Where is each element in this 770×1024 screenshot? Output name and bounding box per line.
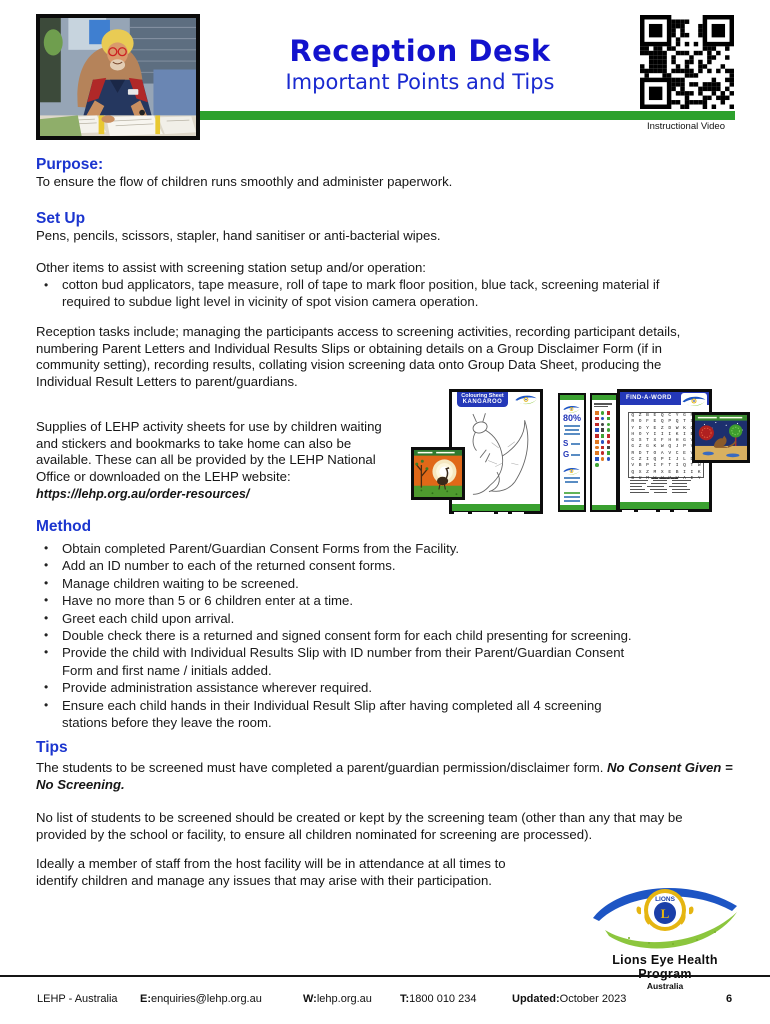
svg-text:L: L <box>661 906 670 921</box>
method-item: Manage children waiting to be screened. <box>44 575 762 593</box>
reception-desk-photo <box>36 14 200 140</box>
lehp-eye-logo-icon <box>562 463 581 475</box>
method-item: Provide administration assistance wherev… <box>44 679 762 697</box>
footer-phone: T: 1800 010 234 <box>400 993 477 1005</box>
colouring-sheet-title: Colouring Sheet <box>461 393 504 399</box>
setup-body: Pens, pencils, scissors, stapler, hand s… <box>36 228 441 243</box>
colouring-sheet-footer <box>452 504 540 514</box>
qr-code <box>640 15 734 109</box>
kangaroo-artwork-sticker <box>692 412 750 463</box>
page-subtitle: Important Points and Tips <box>285 70 555 94</box>
header-divider <box>200 111 735 120</box>
find-a-word-title: FIND-A-WORD <box>626 395 672 401</box>
lehp-eye-logo-icon <box>514 393 538 406</box>
bookmark-letter-g: G <box>563 450 570 459</box>
method-item: Provide the child with Individual Result… <box>44 644 762 679</box>
setup-other-item: cotton bud applicators, tape measure, ro… <box>44 277 762 310</box>
page-title: Reception Desk <box>289 34 551 68</box>
tips-paragraph-2: No list of students to be screened shoul… <box>36 810 683 842</box>
lions-eye-health-program-logo: LIONS L Lions Eye Health Program Austral… <box>585 872 745 991</box>
find-a-word-footer <box>620 502 709 512</box>
colouring-sheet-subject: KANGAROO <box>462 399 503 405</box>
logo-country: Australia <box>646 981 684 991</box>
method-heading: Method <box>36 518 92 535</box>
lehp-eye-logo-icon <box>562 401 581 413</box>
tips-p1-emphasis: No Consent Given = No Screening. <box>36 760 733 792</box>
method-item: Obtain completed Parent/Guardian Consent… <box>44 540 762 558</box>
symbol-chart-icons <box>595 411 613 501</box>
logo-program-name: Lions Eye Health Program <box>612 953 718 981</box>
svg-text:LIONS: LIONS <box>655 896 676 903</box>
footer-web: W: lehp.org.au <box>303 993 372 1005</box>
method-item: Have no more than 5 or 6 children enter … <box>44 592 762 610</box>
lions-eye-logo-icon: LIONS L <box>593 888 737 949</box>
bookmark-stat: 80% <box>562 413 581 423</box>
reception-photo-art <box>40 18 196 136</box>
qr-caption: Instructional Video <box>647 121 725 132</box>
setup-other-list: cotton bud applicators, tape measure, ro… <box>36 277 762 310</box>
bookmark-symbol-chart <box>590 393 618 512</box>
qr-code-icon <box>640 15 734 109</box>
bookmark-80-percent: 80% S G <box>558 393 586 512</box>
method-item: Double check there is a returned and sig… <box>44 627 762 645</box>
tips-p1-text: The students to be screened must have co… <box>36 760 608 775</box>
method-item: Ensure each child hands in their Individ… <box>44 697 762 732</box>
method-item: Add an ID number to each of the returned… <box>44 557 762 575</box>
header-title-block: Reception Desk Important Points and Tips <box>200 34 640 94</box>
footer-divider <box>0 975 770 977</box>
supplies-paragraph: Supplies of LEHP activity sheets for use… <box>36 419 382 484</box>
tips-heading: Tips <box>36 739 68 756</box>
method-list: Obtain completed Parent/Guardian Consent… <box>36 540 762 731</box>
footer-email: E: enquiries@lehp.org.au <box>140 993 262 1005</box>
method-item: Greet each child upon arrival. <box>44 610 762 628</box>
purpose-heading: Purpose: <box>36 156 104 173</box>
kangaroo-outline-drawing <box>472 413 529 495</box>
emu-artwork-sticker <box>411 447 465 500</box>
tips-paragraph-1: The students to be screened must have co… <box>36 760 736 793</box>
purpose-body: To ensure the flow of children runs smoo… <box>36 174 453 189</box>
footer-updated: Updated: October 2023 <box>512 993 627 1005</box>
tips-paragraph-3: Ideally a member of staff from the host … <box>36 856 506 888</box>
word-list <box>630 480 700 494</box>
lehp-eye-logo-icon <box>681 393 707 408</box>
bookmark-letter-s: S <box>563 439 569 448</box>
resources-url-link[interactable]: https://lehp.org.au/order-resources/ <box>36 487 250 501</box>
footer-org: LEHP - Australia <box>37 993 118 1005</box>
setup-other-intro: Other items to assist with screening sta… <box>36 260 426 275</box>
reception-tasks-paragraph: Reception tasks include; managing the pa… <box>36 324 681 389</box>
footer-page-number: 6 <box>726 993 733 1005</box>
setup-heading: Set Up <box>36 210 86 227</box>
colouring-sheet-header: Colouring Sheet KANGAROO <box>457 392 509 407</box>
